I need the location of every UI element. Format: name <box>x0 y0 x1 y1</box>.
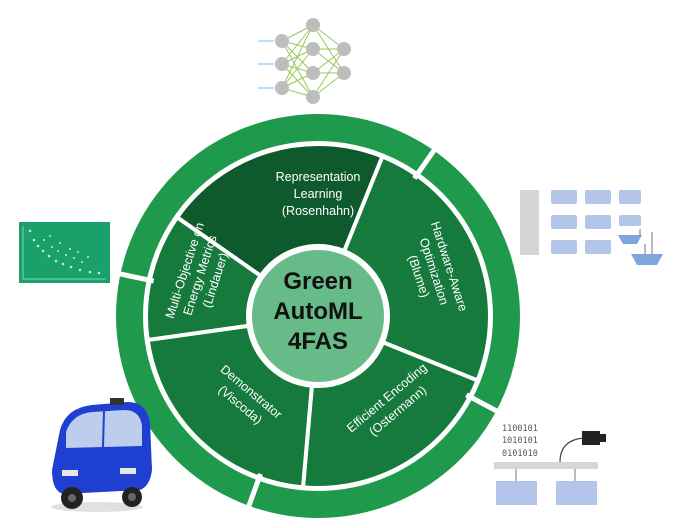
segment-representation <box>174 142 386 279</box>
bits-line-2: 1010101 <box>502 436 538 446</box>
ring-separator-4 <box>115 270 155 284</box>
segments <box>144 142 492 490</box>
center-circle <box>248 246 388 386</box>
representation-line-3: (Rosenhahn) <box>282 204 354 218</box>
ring-separators <box>115 145 502 511</box>
pareto-plot-icon <box>19 222 110 283</box>
bits-line-1: 1100101 <box>502 424 538 434</box>
hardware-accelerator-icon <box>520 190 663 265</box>
center-line-1: Green <box>283 268 352 295</box>
segment-demonstrator <box>145 323 315 490</box>
ring-separator-3 <box>245 473 263 511</box>
center-line-3: 4FAS <box>288 328 348 355</box>
vehicle-icon <box>51 398 152 512</box>
representation-line-2: Learning <box>294 187 343 201</box>
segment-label-representation: Representation Learning (Rosenhahn) <box>276 170 361 218</box>
neural-network-icon <box>258 18 351 104</box>
encoding-icon: 1100101 1010101 0101010 <box>494 424 606 505</box>
ring-separator-2 <box>465 392 502 415</box>
representation-line-1: Representation <box>276 170 361 184</box>
center-hub: Green AutoML 4FAS <box>248 246 388 386</box>
center-line-2: AutoML <box>273 298 362 325</box>
bits-line-3: 0101010 <box>502 449 538 459</box>
ring-separator-1 <box>412 145 439 180</box>
